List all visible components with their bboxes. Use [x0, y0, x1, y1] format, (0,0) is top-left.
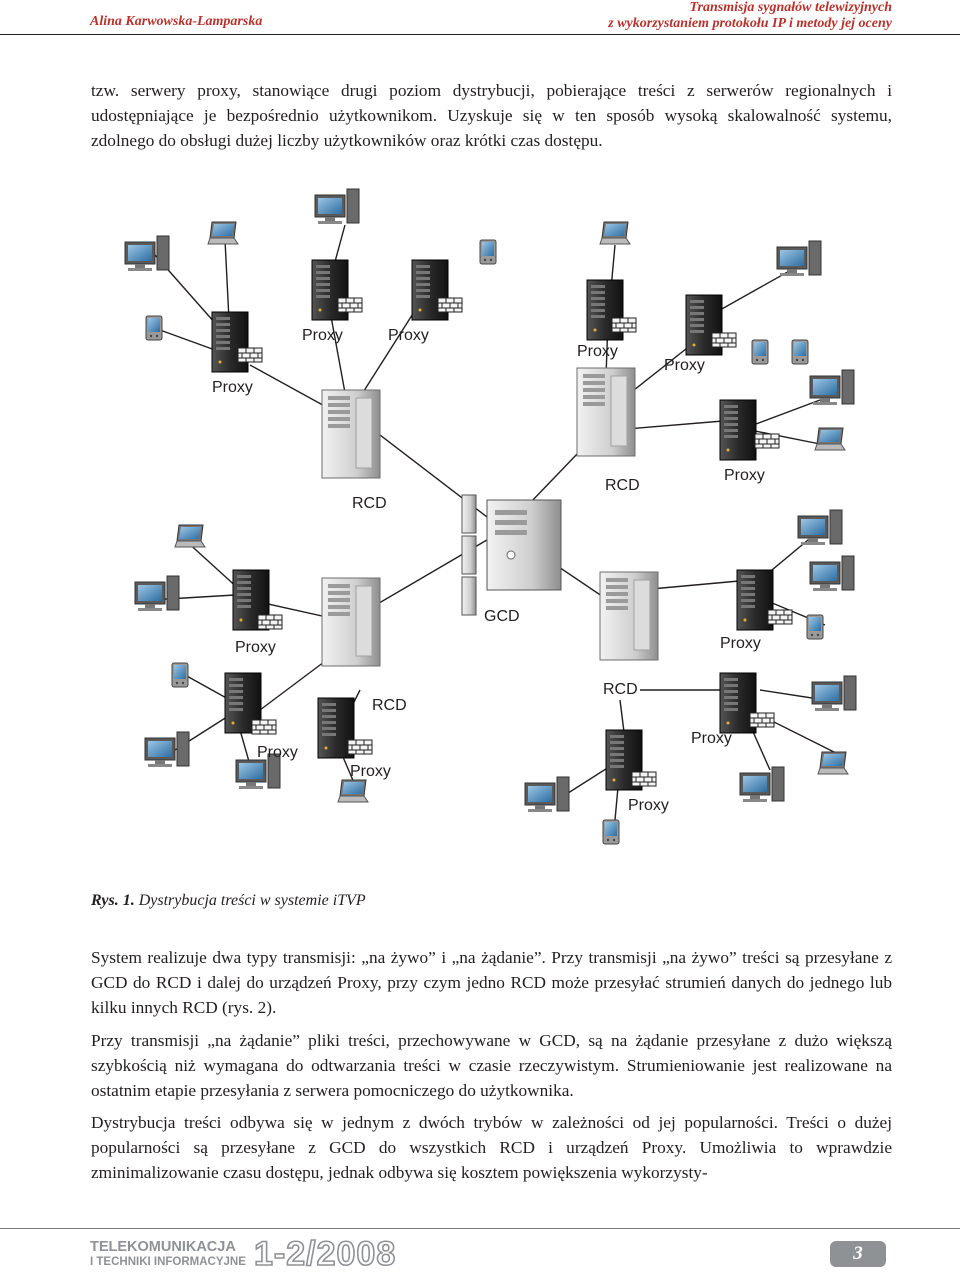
- rcd-server-bottom-left: [321, 577, 381, 667]
- page-number: 3: [830, 1241, 886, 1267]
- label-proxy-1: Proxy: [212, 379, 253, 396]
- footer-brand-line2: I TECHNIKI INFORMACYJNE: [90, 1256, 246, 1268]
- rcd-server-top-right: [576, 367, 636, 457]
- label-proxy-2: Proxy: [302, 327, 343, 344]
- label-proxy-10: Proxy: [350, 763, 391, 780]
- label-proxy-6: Proxy: [724, 467, 765, 484]
- footer-rule: [0, 1228, 960, 1229]
- label-proxy-11: Proxy: [691, 730, 732, 747]
- footer-issue: 1-2/2008: [253, 1234, 397, 1274]
- label-rcd-2: RCD: [605, 477, 640, 494]
- figure-caption-prefix: Rys. 1.: [91, 892, 135, 909]
- header-title-line2: z wykorzystaniem protokołu IP i metody j…: [608, 16, 892, 31]
- paragraph-1: tzw. serwery proxy, stanowiące drugi poz…: [91, 81, 892, 150]
- header-rule: [0, 34, 960, 35]
- header-title-line1: Transmisja sygnałów telewizyjnych: [689, 0, 893, 15]
- paragraph-2: System realizuje dwa typy transmisji: „n…: [91, 948, 892, 1017]
- paragraph-3: Przy transmisji „na żądanie” pliki treśc…: [91, 1031, 892, 1100]
- paragraph-4: Dystrybucja treści odbywa się w jednym z…: [91, 1113, 892, 1182]
- label-proxy-7: Proxy: [235, 639, 276, 656]
- network-diagram: GCD RCD RCD RCD RCD Proxy Proxy Proxy Pr…: [124, 188, 857, 845]
- footer-brand-line1: TELEKOMUNIKACJA: [90, 1239, 236, 1255]
- label-proxy-3: Proxy: [388, 327, 429, 344]
- label-rcd-4: RCD: [603, 681, 638, 698]
- gcd-server: [461, 494, 562, 616]
- figure-caption: Rys. 1. Dystrybucja treści w systemie iT…: [91, 892, 366, 910]
- header-title: Transmisja sygnałów telewizyjnych z wyko…: [608, 0, 892, 32]
- label-gcd: GCD: [484, 608, 520, 625]
- footer-brand: TELEKOMUNIKACJA I TECHNIKI INFORMACYJNE: [90, 1240, 246, 1270]
- label-rcd-1: RCD: [352, 495, 387, 512]
- figure-caption-text: Dystrybucja treści w systemie iTVP: [138, 892, 366, 909]
- label-proxy-9: Proxy: [257, 744, 298, 761]
- rcd-server-top-left: [321, 389, 381, 479]
- label-proxy-8: Proxy: [720, 635, 761, 652]
- label-proxy-4: Proxy: [577, 343, 618, 360]
- label-proxy-12: Proxy: [628, 797, 669, 814]
- label-proxy-5: Proxy: [664, 357, 705, 374]
- label-rcd-3: RCD: [372, 697, 407, 714]
- rcd-server-bottom-right: [599, 571, 659, 661]
- header-author: Alina Karwowska-Lamparska: [90, 14, 263, 29]
